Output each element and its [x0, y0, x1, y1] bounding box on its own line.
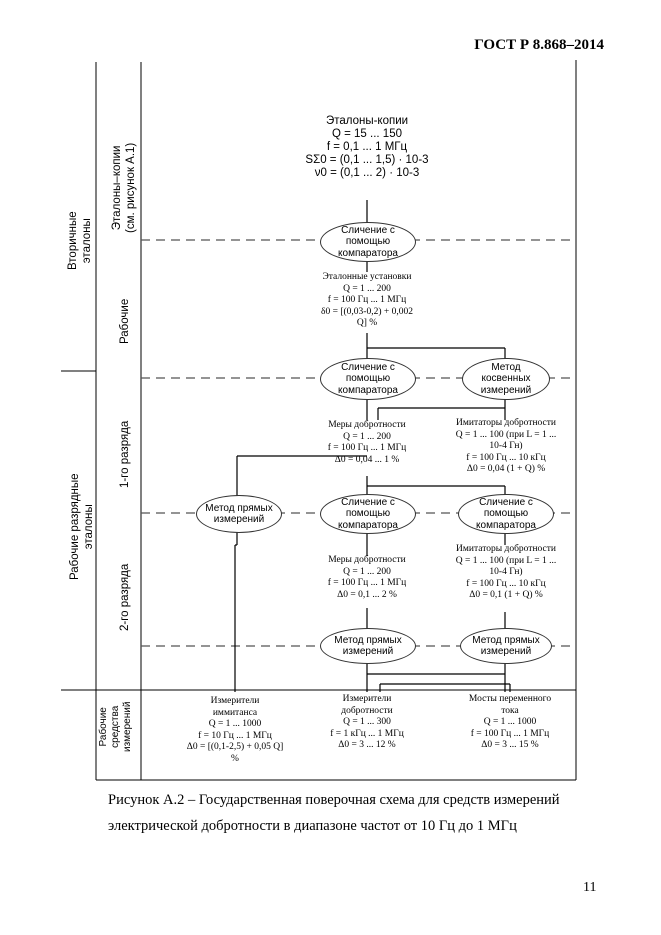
figure-caption: Рисунок А.2 – Государственная поверочная…: [108, 787, 628, 839]
imitators-grade1-block: Имитаторы добротности Q = 1 ... 100 (при…: [455, 418, 557, 474]
copies-block: Эталоны-копии Q = 15 ... 150 f = 0,1 ...…: [305, 115, 429, 179]
measures-grade2-block: Меры добротности Q = 1 ... 200 f = 100 Г…: [327, 555, 407, 600]
measures-grade1-block: Меры добротности Q = 1 ... 200 f = 100 Г…: [327, 420, 407, 465]
row-label-working: Рабочие: [119, 298, 131, 344]
ac-bridges-block: Мосты переменного тока Q = 1 ... 1000 f …: [468, 694, 552, 750]
row-label-working-grade: Рабочие разрядные эталоны: [69, 473, 95, 580]
row-label-grade1: 1-го разряда: [119, 420, 131, 488]
q-meters-block: Измерители добротности Q = 1 ... 300 f =…: [330, 694, 404, 750]
imitators-grade2-block: Имитаторы добротности Q = 1 ... 100 (при…: [455, 544, 557, 600]
immittance-meters-block: Измерители иммитанса Q = 1 ... 1000 f = …: [186, 696, 284, 764]
row-label-copies: Эталоны–копии (см. рисунок А.1): [111, 142, 137, 233]
standard-header: ГОСТ Р 8.868–2014: [474, 37, 604, 53]
row-label-secondary: Вторичные эталоны: [67, 211, 93, 270]
row-label-instruments: Рабочие средства измерений: [98, 701, 133, 752]
caption-line-2: электрической добротности в диапазоне ча…: [108, 818, 517, 834]
caption-line-1: Рисунок А.2 – Государственная поверочная…: [108, 792, 560, 808]
page-number: 11: [583, 880, 597, 895]
row-label-grade2: 2-го разряда: [119, 563, 131, 631]
installations-block: Эталонные установки Q = 1 ... 200 f = 10…: [321, 272, 413, 328]
